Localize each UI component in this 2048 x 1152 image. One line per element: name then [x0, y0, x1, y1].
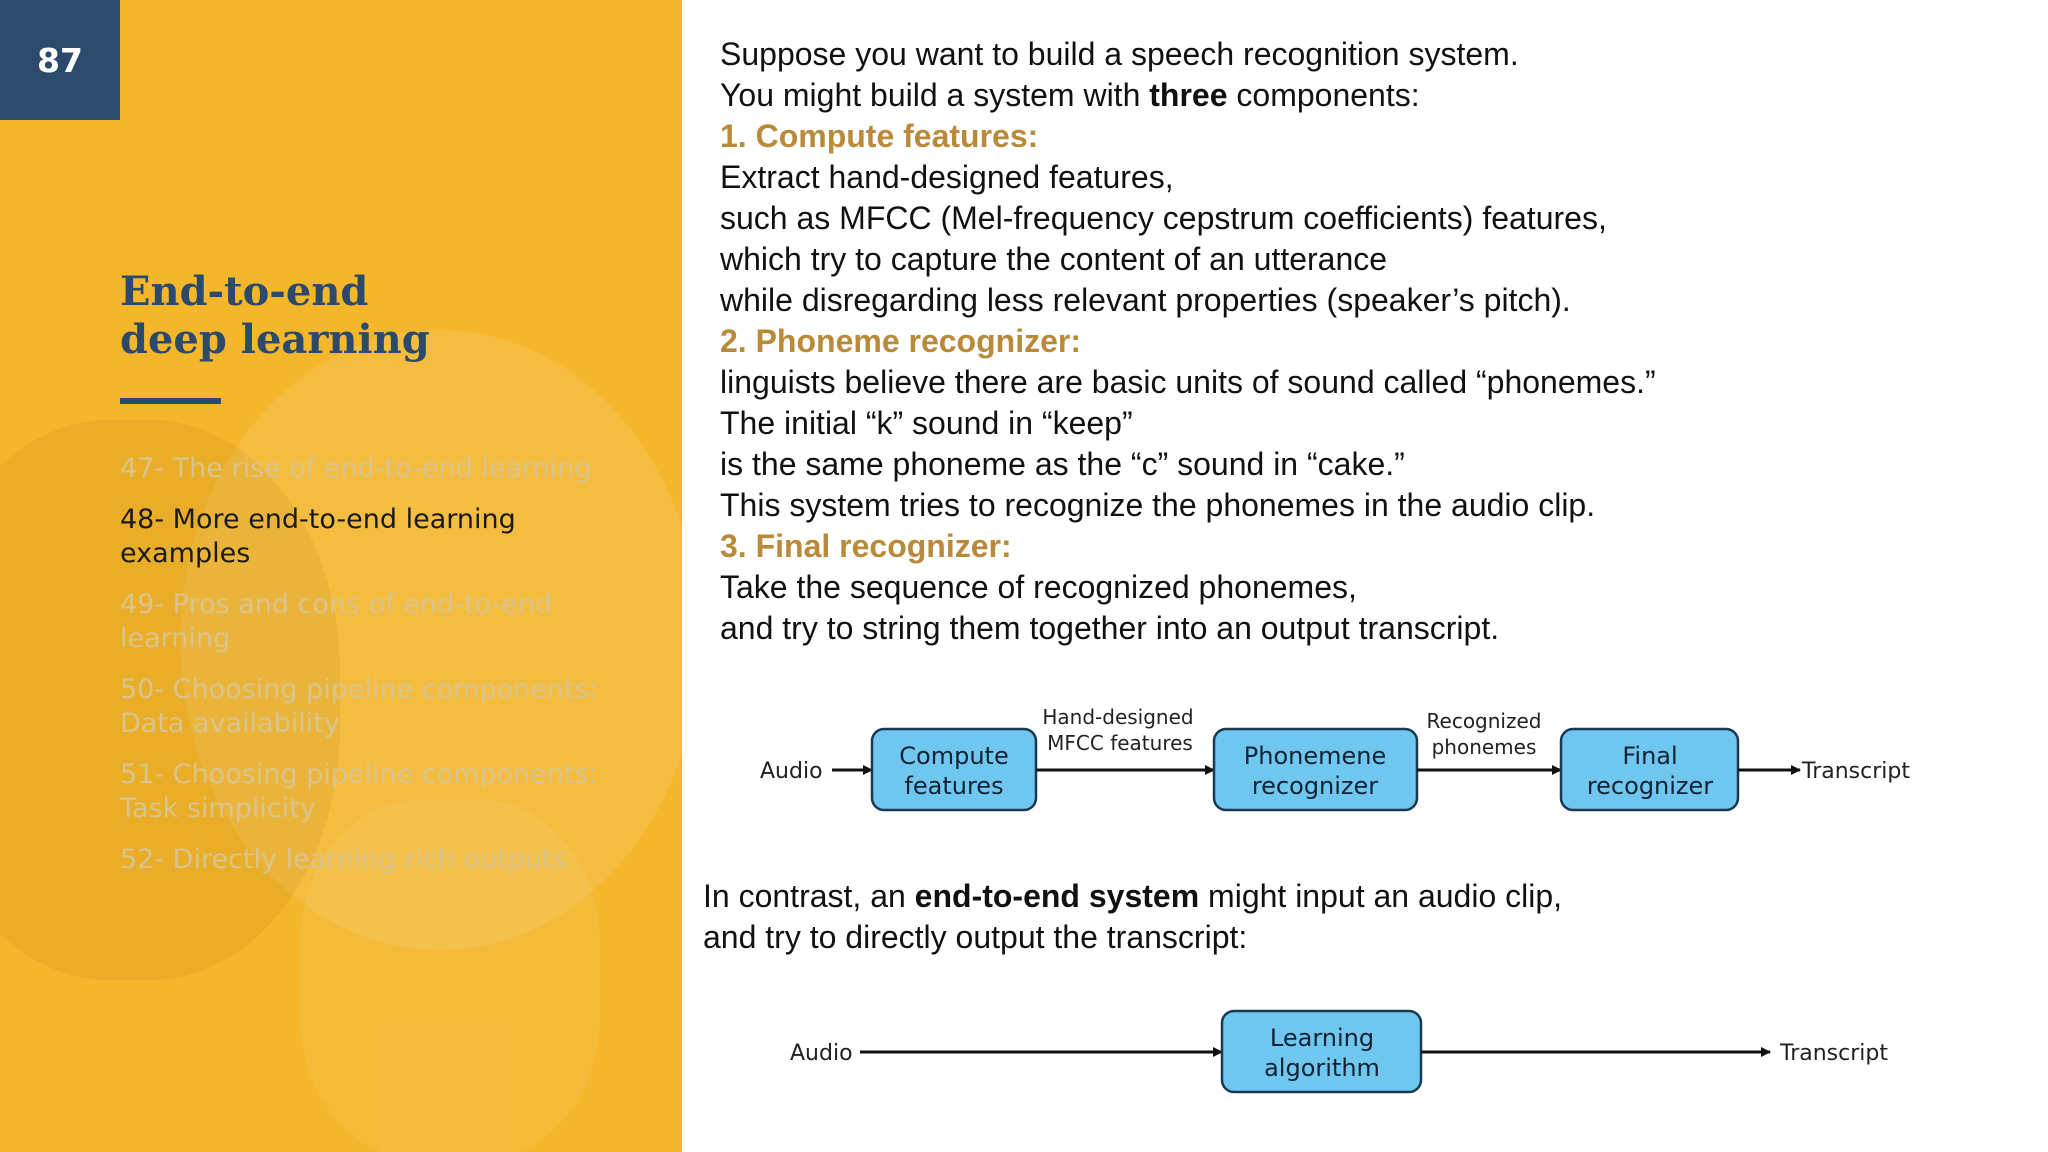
- box-label: recognizer: [1252, 772, 1378, 800]
- box-label: recognizer: [1587, 772, 1713, 800]
- edge-label: phonemes: [1432, 735, 1537, 759]
- box-label: Compute: [899, 742, 1008, 770]
- edge-label: Hand-designed: [1042, 705, 1193, 729]
- section-title: End-to-end deep learning: [120, 268, 430, 364]
- body-line: such as MFCC (Mel-frequency cepstrum coe…: [720, 200, 1607, 236]
- toc-item[interactable]: 49- Pros and cons of end-to-end learning: [120, 589, 553, 654]
- toc-item[interactable]: 51- Choosing pipeline components: Task s…: [120, 759, 598, 824]
- step-heading: 2. Phoneme recognizer:: [720, 323, 1081, 359]
- pipeline-diagram: Audio Compute features Hand-designed MFC…: [760, 705, 1910, 812]
- toc-item[interactable]: 50- Choosing pipeline components: Data a…: [120, 674, 598, 739]
- emphasis-three: three: [1149, 77, 1228, 113]
- toc-item[interactable]: 47- The rise of end-to-end learning: [120, 453, 592, 484]
- body-line: The initial “k” sound in “keep”: [720, 405, 1133, 441]
- box-label: Phonemene: [1244, 742, 1386, 770]
- background-photo-shade: [180, 330, 682, 950]
- title-underline: [120, 398, 221, 404]
- end-to-end-diagram: Audio Learning algorithm Transcript: [790, 1009, 1888, 1094]
- background-photo-shade: [0, 420, 340, 980]
- body-line: linguists believe there are basic units …: [720, 364, 1656, 400]
- body-line: and try to string them together into an …: [720, 610, 1500, 646]
- slide-body: Suppose you want to build a speech recog…: [720, 34, 1656, 649]
- section-title-line1: End-to-end: [120, 268, 369, 315]
- body-line: is the same phoneme as the “c” sound in …: [720, 446, 1405, 482]
- body-line: while disregarding less relevant propert…: [720, 282, 1571, 318]
- body-line: Extract hand-designed features,: [720, 159, 1174, 195]
- background-photo-shade: [300, 800, 600, 1152]
- diagram-input-label: Audio: [760, 759, 823, 784]
- edge-label: MFCC features: [1047, 731, 1193, 755]
- contrast-paragraph: In contrast, an end-to-end system might …: [703, 876, 1562, 958]
- step-heading: 3. Final recognizer:: [720, 528, 1012, 564]
- contrast-line: In contrast, an end-to-end system might …: [703, 878, 1563, 914]
- emphasis-end-to-end: end-to-end system: [914, 878, 1200, 914]
- diagram-output-label: Transcript: [1801, 759, 1910, 784]
- body-line: which try to capture the content of an u…: [720, 241, 1388, 277]
- contrast-line: and try to directly output the transcrip…: [703, 919, 1248, 955]
- box-label: algorithm: [1264, 1054, 1380, 1082]
- box-label: Final: [1622, 742, 1677, 770]
- edge-label: Recognized: [1427, 709, 1542, 733]
- table-of-contents: 47- The rise of end-to-end learning 48- …: [120, 452, 620, 894]
- section-title-line2: deep learning: [120, 316, 430, 363]
- toc-item-active[interactable]: 48- More end-to-end learning examples: [120, 504, 516, 569]
- intro-line: You might build a system with three comp…: [720, 77, 1420, 113]
- diagram-input-label: Audio: [790, 1041, 853, 1066]
- diagram-output-label: Transcript: [1779, 1041, 1888, 1066]
- left-panel: 87 End-to-end deep learning 47- The rise…: [0, 0, 682, 1152]
- intro-line: Suppose you want to build a speech recog…: [720, 36, 1519, 72]
- body-line: Take the sequence of recognized phonemes…: [720, 569, 1357, 605]
- box-label: Learning: [1270, 1024, 1374, 1052]
- body-line: This system tries to recognize the phone…: [720, 487, 1596, 523]
- step-heading: 1. Compute features:: [720, 118, 1039, 154]
- page-number-badge: 87: [0, 0, 120, 120]
- box-label: features: [904, 772, 1003, 800]
- toc-item[interactable]: 52- Directly learning rich outputs: [120, 844, 567, 875]
